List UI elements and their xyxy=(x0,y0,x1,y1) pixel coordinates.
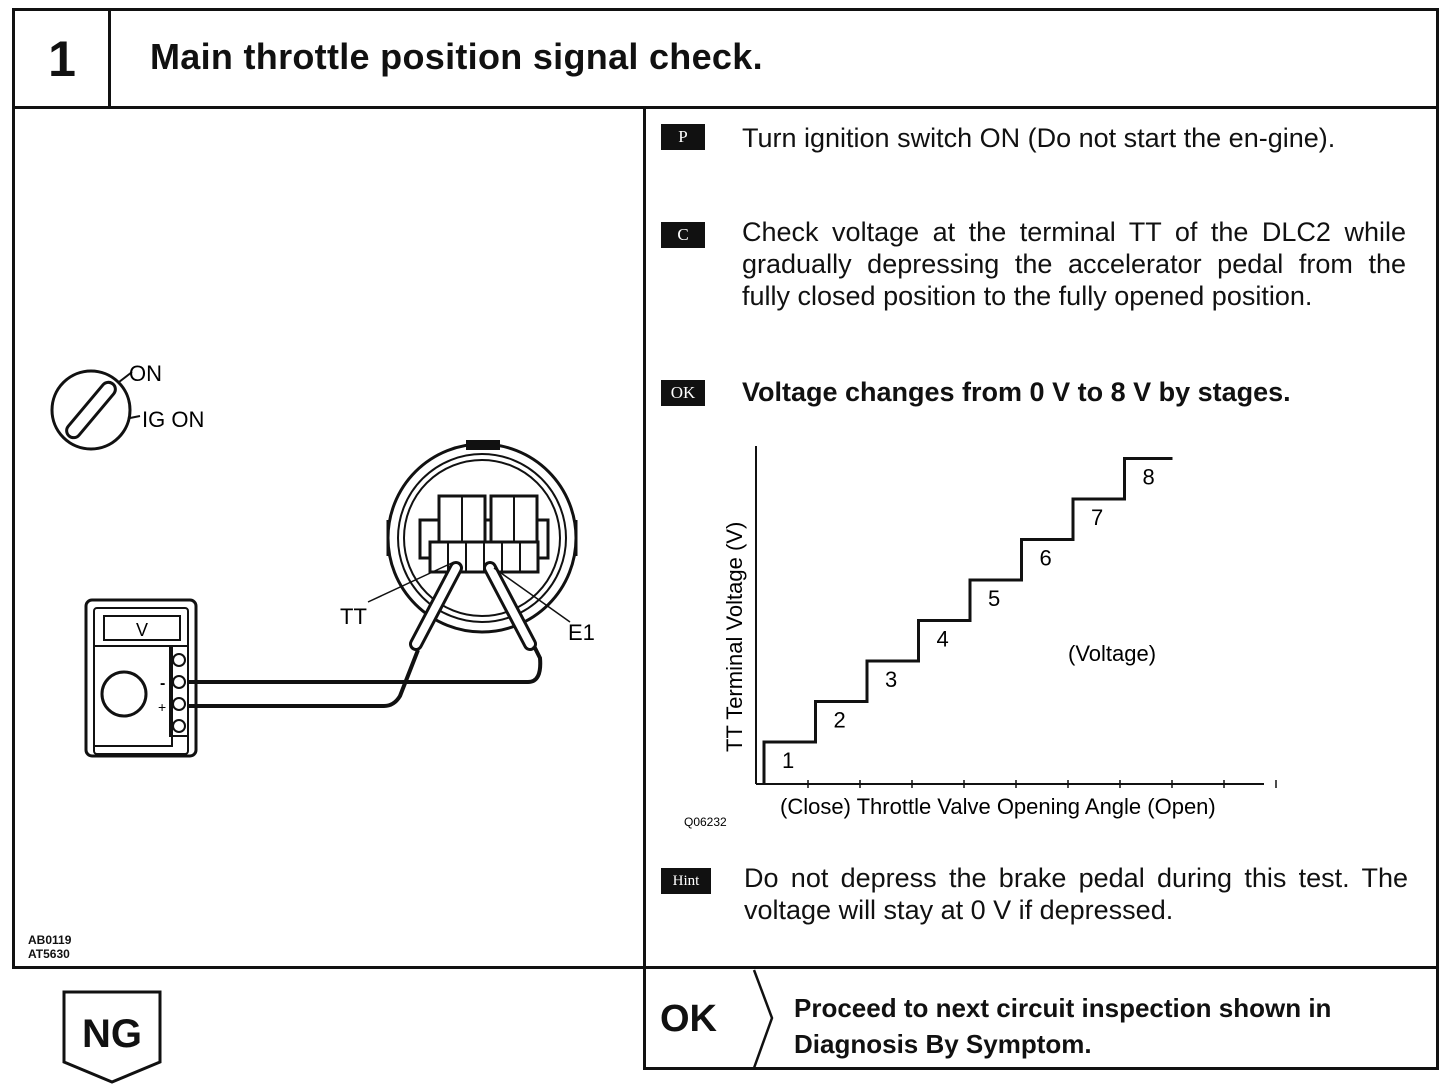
frame-left xyxy=(12,8,15,969)
instruction-prepare: Turn ignition switch ON (Do not start th… xyxy=(742,123,1336,153)
y-axis-label: TT Terminal Voltage (V) xyxy=(722,522,747,752)
voltmeter-icon xyxy=(84,598,198,758)
step-label-8: 8 xyxy=(1143,465,1155,490)
step-label-4: 4 xyxy=(937,627,949,652)
terminal-e1-label: E1 xyxy=(568,620,595,645)
icon-hint: Hint xyxy=(661,868,711,894)
frame-top xyxy=(12,8,1438,11)
frame-right xyxy=(1436,8,1439,1070)
icon-c: C xyxy=(661,222,705,248)
step-label-2: 2 xyxy=(834,708,846,733)
chart-figure-code: Q06232 xyxy=(684,815,727,829)
instruction-ok: Voltage changes from 0 V to 8 V by stage… xyxy=(742,377,1291,407)
figure-code-2: AT5630 xyxy=(28,947,70,961)
meter-minus-label: - xyxy=(160,675,165,692)
ignition-switch-icon xyxy=(50,369,141,451)
ng-arrow-box xyxy=(62,990,162,1084)
page-title: Main throttle position signal check. xyxy=(150,36,763,77)
meter-v-label: V xyxy=(136,620,148,640)
icon-ok: OK xyxy=(661,380,705,406)
step-label-7: 7 xyxy=(1091,505,1103,530)
terminal-tt-label: TT xyxy=(340,604,367,629)
switch-ig-on-label: IG ON xyxy=(142,407,204,432)
header-divider xyxy=(12,106,1438,109)
figure-code-1: AB0119 xyxy=(28,933,72,947)
meter-plus-label: + xyxy=(158,699,166,715)
body-bottom-line xyxy=(12,966,1438,969)
voltage-step-chart: 1 2 3 4 5 6 7 8 TT Terminal Voltage (V) (Voltag… xyxy=(684,446,1277,829)
icon-p: P xyxy=(661,124,705,150)
ok-label: OK xyxy=(660,998,717,1040)
step-label-6: 6 xyxy=(1040,546,1052,571)
step-number-divider xyxy=(108,8,111,108)
step-label-5: 5 xyxy=(988,586,1000,611)
step-number: 1 xyxy=(48,31,76,87)
x-axis-label: (Close) Throttle Valve Opening Angle (Op… xyxy=(780,794,1216,819)
step-label-1: 1 xyxy=(782,748,794,773)
switch-on-label: ON xyxy=(129,361,162,386)
hint-text: Do not depress the brake pedal during th… xyxy=(744,863,1408,925)
wiring-diagram: ON IG ON TT E1 xyxy=(50,361,595,758)
instruction-check: Check voltage at the terminal TT of the … xyxy=(742,217,1406,311)
column-divider xyxy=(643,106,646,1070)
ng-label: NG xyxy=(82,1012,142,1056)
test-probe-icon xyxy=(409,561,537,651)
voltage-annotation: (Voltage) xyxy=(1068,641,1156,666)
ok-chevron xyxy=(752,969,774,1069)
voltage-step-line xyxy=(762,457,1173,784)
step-label-3: 3 xyxy=(885,667,897,692)
ok-box-bottom xyxy=(643,1067,1439,1070)
ok-result-text: Proceed to next circuit inspection shown… xyxy=(794,993,1332,1059)
dlc2-connector-icon xyxy=(386,440,578,634)
